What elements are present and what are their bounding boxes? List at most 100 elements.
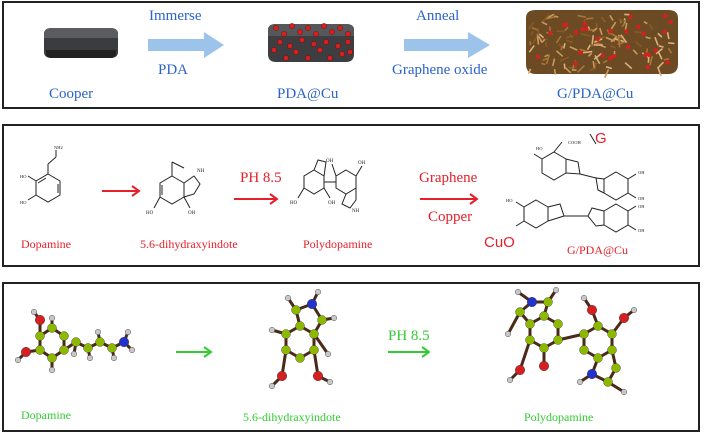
graphene-flake <box>605 36 616 42</box>
graphene-flake <box>634 31 642 34</box>
dopamine-atom-c <box>59 345 69 355</box>
svg-text:OH: OH <box>638 170 645 175</box>
graphene-flake <box>555 35 562 44</box>
pda-particle <box>643 52 648 58</box>
dopamine-atom-c <box>83 343 93 353</box>
polydopamine-atom-c <box>607 345 617 355</box>
graphene-flake <box>531 36 538 45</box>
polydopamine-atom-c <box>579 329 589 339</box>
pda-particle <box>578 50 583 55</box>
graphene-flake <box>542 14 550 22</box>
label-immerse: Immerse <box>149 8 202 24</box>
graphene-flake <box>632 49 638 55</box>
dihydroxyindole-atom-c <box>317 315 327 325</box>
pda-particle <box>662 13 668 19</box>
polydopamine-atom-h <box>621 388 628 395</box>
dopamine-atom-c <box>95 337 105 347</box>
svg-text:OH: OH <box>188 211 196 216</box>
polydopamine-atom-o <box>515 364 526 375</box>
dopamine-atom-c <box>35 345 45 355</box>
dopamine-atom-h <box>94 329 101 336</box>
panel-3d-models <box>2 282 700 432</box>
dopamine-atom-h <box>49 366 56 373</box>
graphene-flake <box>658 45 664 48</box>
dopamine-structure: NH2 HO HO <box>20 145 63 205</box>
graphene-flake <box>589 67 597 72</box>
label-polydopamine-green: Polydopamine <box>524 410 594 424</box>
label-cooper: Cooper <box>49 86 94 102</box>
pda-particle <box>335 43 341 49</box>
pda-particle <box>535 54 541 60</box>
label-dopamine-green: Dopamine <box>21 408 71 422</box>
polydopamine-atom-c <box>515 307 525 317</box>
graphene-flake <box>529 41 532 46</box>
label-dopamine-red: Dopamine <box>21 237 71 251</box>
pda-particle <box>580 26 585 32</box>
dihydroxyindole-atom-n <box>307 299 318 310</box>
graphene-flake <box>553 69 557 75</box>
graphene-flake <box>593 52 603 60</box>
graphene-flake <box>551 58 556 67</box>
dihydroxyindole-atom-c <box>309 345 319 355</box>
arrow-green-2 <box>388 346 431 358</box>
dopamine-atom-c <box>71 337 81 347</box>
arrow-green-1 <box>176 346 213 358</box>
polydopamine-atom-h <box>507 376 514 383</box>
svg-text:OH: OH <box>638 196 645 201</box>
dopamine-atom-h <box>70 350 77 357</box>
pda-particle <box>327 55 333 61</box>
pda-particle <box>323 39 329 45</box>
label-g-letter: G <box>595 130 607 147</box>
arrow-red-1 <box>102 185 141 197</box>
graphene-flake <box>594 54 601 65</box>
graphene-flake <box>580 32 591 37</box>
polydopamine-atom-h <box>581 294 588 301</box>
svg-text:NH: NH <box>352 209 360 214</box>
graphene-flake <box>645 36 651 40</box>
svg-text:OH: OH <box>328 201 336 206</box>
label-polydopamine-red: Polydopamine <box>303 237 373 251</box>
polydopamine-atom-c <box>553 319 563 329</box>
graphene-flake <box>544 54 549 58</box>
graphene-flake <box>621 22 626 28</box>
svg-text:OH: OH <box>358 161 366 166</box>
graphene-flake <box>563 43 566 49</box>
polydopamine-atom-c <box>603 377 613 387</box>
graphene-flake <box>609 14 614 21</box>
label-cuo: CuO <box>484 234 515 251</box>
polydopamine-atom-c <box>525 335 535 345</box>
pda-particle <box>347 49 353 55</box>
dopamine-atom-c <box>35 331 45 341</box>
pda-particle <box>277 39 283 45</box>
pda-particle <box>339 51 345 57</box>
graphene-flake <box>536 34 540 45</box>
graphene-flake <box>594 62 597 67</box>
pda-particle <box>313 31 319 37</box>
graphene-flake <box>602 59 608 64</box>
graphene-flake <box>667 47 673 54</box>
graphene-flake <box>666 32 670 40</box>
graphene-flake <box>538 33 545 39</box>
pda-particle <box>574 30 579 35</box>
label-g-pda-cu-red: G/PDA@Cu <box>567 243 629 257</box>
polydopamine-atom-h <box>631 307 638 314</box>
svg-text:OH: OH <box>638 228 645 233</box>
graphene-flake <box>610 35 618 43</box>
dihydroxyindole-atom-h <box>331 315 338 322</box>
svg-text:HO: HO <box>146 211 154 216</box>
pda-particle <box>317 47 323 53</box>
pda-particle <box>595 36 600 42</box>
graphene-flake <box>610 21 617 30</box>
dihydroxyindole-atom-o <box>277 370 288 381</box>
graphene-flake <box>668 42 675 45</box>
label-g-pda-cu: G/PDA@Cu <box>557 86 634 102</box>
svg-text:OH: OH <box>326 159 334 164</box>
polydopamine-bond <box>518 339 532 371</box>
dopamine-atom-n <box>118 337 129 348</box>
graphene-flake <box>643 20 648 25</box>
polydopamine-atom-c <box>607 329 617 339</box>
label-graphene-oxide: Graphene oxide <box>392 62 488 78</box>
graphene-flake <box>587 52 593 57</box>
label-pda-cu: PDA@Cu <box>277 86 339 102</box>
dihydroxyindole-atom-h <box>315 288 322 295</box>
